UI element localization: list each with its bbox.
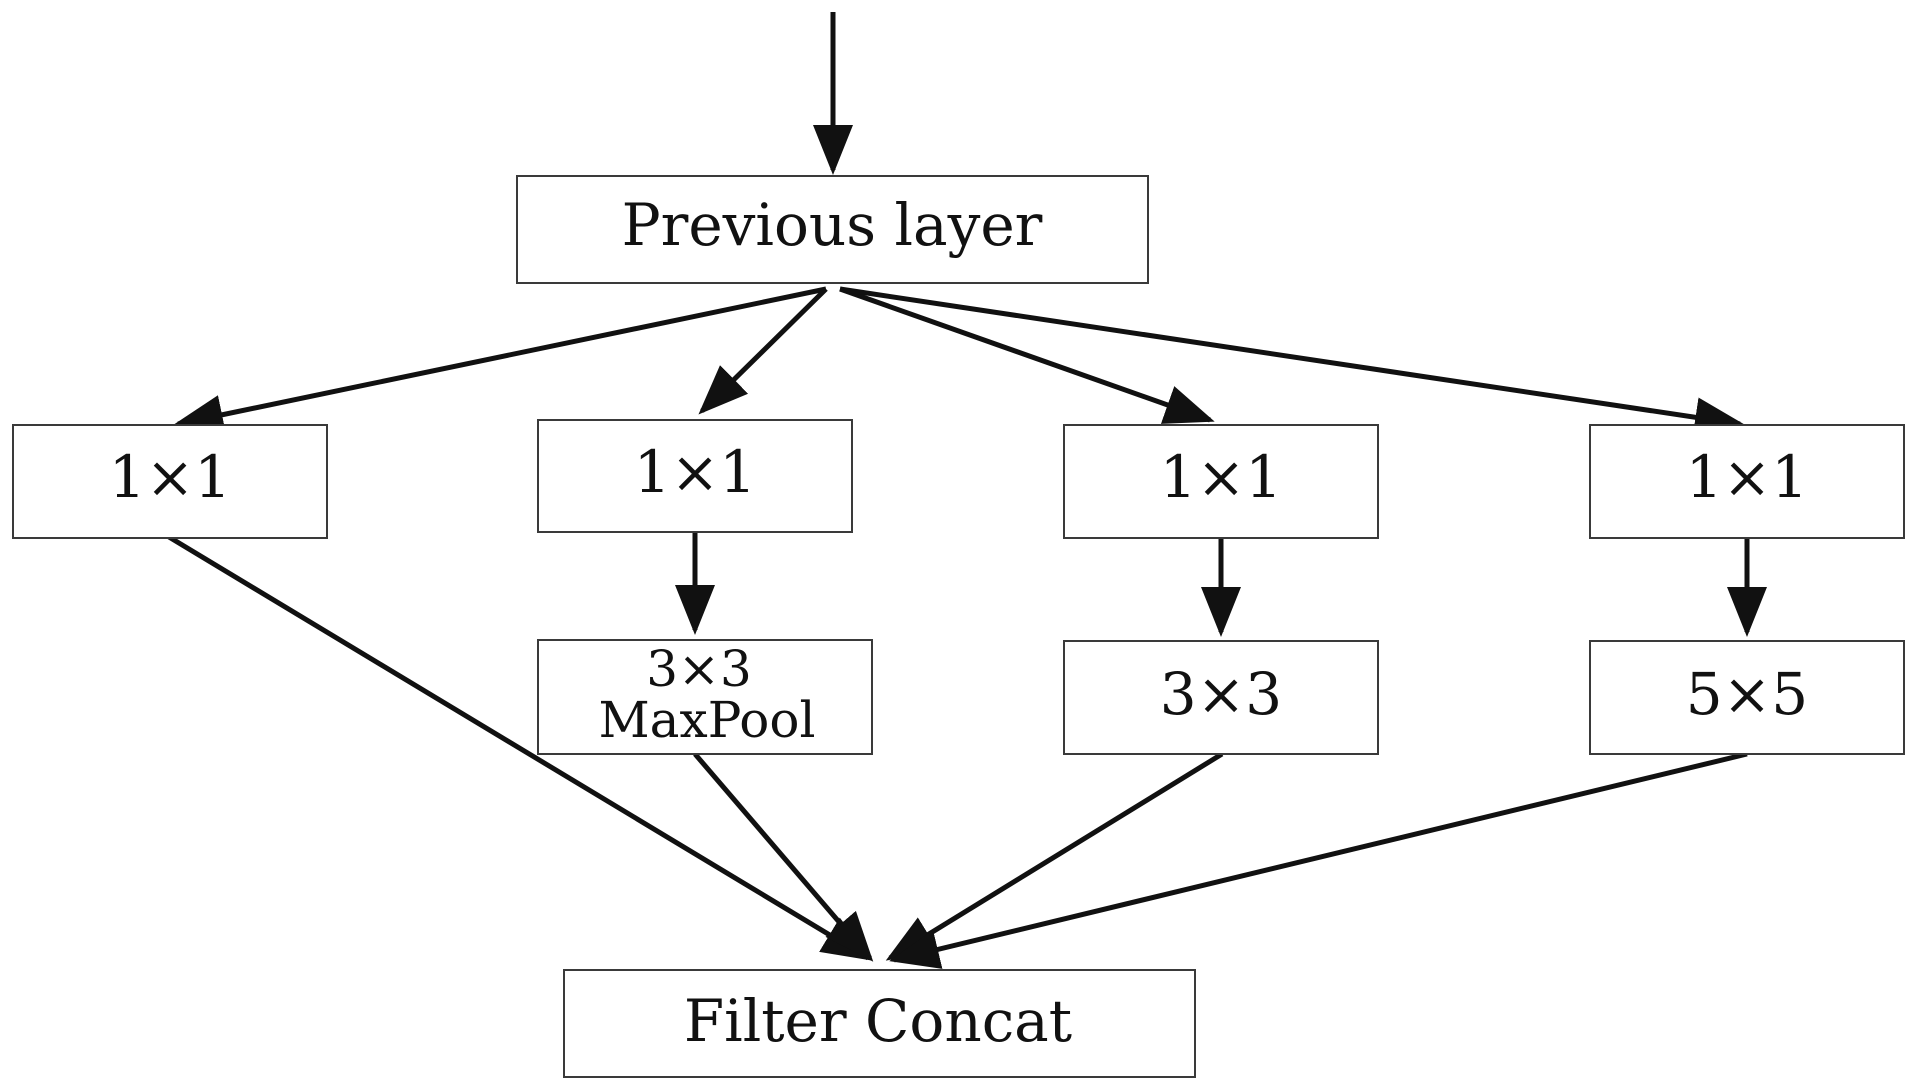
edge-maxpool-to-filter-concat [693, 752, 874, 962]
node-1x1-b: 1×1 [537, 419, 853, 533]
node-maxpool: 3×3 MaxPool [537, 639, 873, 755]
conv1x1-a-label: 1×1 [109, 443, 231, 511]
conv5x5-box [1589, 640, 1905, 755]
conv1x1-a-box [12, 424, 328, 539]
conv5x5-label: 5×5 [1686, 660, 1808, 728]
edge-previous-to-1x1-c [839, 286, 1215, 424]
filter-concat-label: Filter Concat [684, 987, 1072, 1055]
conv1x1-b-label: 1×1 [634, 438, 756, 506]
maxpool-label-line1: 3×3 [646, 640, 752, 698]
conv3x3-box [1063, 640, 1379, 755]
node-previous-layer: Previous layer [516, 175, 1149, 284]
edge-3x3-to-filter-concat [885, 751, 1224, 961]
edge-1x1-a-to-filter-concat [167, 534, 873, 961]
previous-layer-label: Previous layer [622, 191, 1043, 259]
filter-concat-box [563, 969, 1196, 1078]
node-1x1-a: 1×1 [12, 424, 328, 539]
conv3x3-label: 3×3 [1160, 660, 1282, 728]
node-3x3: 3×3 [1063, 640, 1379, 755]
node-5x5: 5×5 [1589, 640, 1905, 755]
edge-previous-to-1x1-a [173, 286, 827, 435]
node-1x1-d: 1×1 [1589, 424, 1905, 539]
edge-previous-to-1x1-b [698, 287, 828, 415]
node-1x1-c: 1×1 [1063, 424, 1379, 539]
edge-previous-to-1x1-d [839, 286, 1745, 438]
maxpool-label-line2: MaxPool [598, 691, 815, 749]
node-filter-concat: Filter Concat [563, 969, 1196, 1078]
conv1x1-c-box [1063, 424, 1379, 539]
conv1x1-b-box [537, 419, 853, 533]
previous-layer-box [516, 175, 1149, 284]
edges [167, 12, 1767, 969]
edge-5x5-to-filter-concat [889, 751, 1748, 969]
conv1x1-d-label: 1×1 [1686, 443, 1808, 511]
conv1x1-c-label: 1×1 [1160, 443, 1282, 511]
maxpool-box [537, 639, 873, 755]
conv1x1-d-box [1589, 424, 1905, 539]
